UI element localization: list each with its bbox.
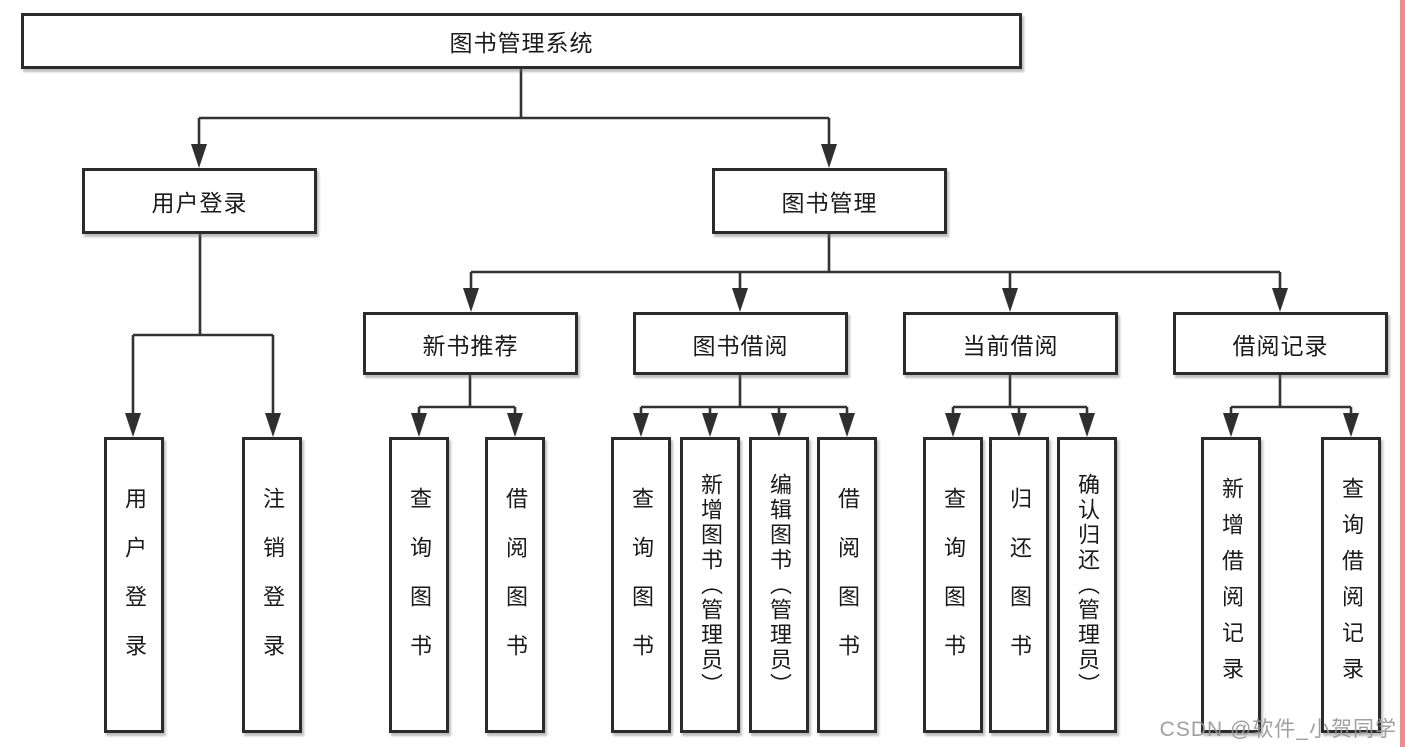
leaf-return-books: 归还图书	[989, 437, 1049, 733]
node-user-login: 用户登录	[82, 168, 317, 234]
leaf-edit-book-admin: 编辑图书（管理员）	[749, 437, 809, 733]
leaf-add-book-admin: 新增图书（管理员）	[680, 437, 740, 733]
leaf-add-book-admin-label: 新增图书（管理员）	[698, 472, 723, 698]
leaf-query-books-current-label: 查询图书	[941, 487, 966, 683]
leaf-borrow-books-label: 借阅图书	[835, 487, 860, 683]
node-book-management-label: 图书管理	[781, 190, 878, 216]
leaf-user-login-label: 用户登录	[122, 487, 147, 683]
leaf-query-borrow-record-label: 查询借阅记录	[1339, 477, 1364, 693]
node-current-borrow: 当前借阅	[903, 312, 1118, 375]
leaf-query-books-borrow: 查询图书	[611, 437, 671, 733]
node-book-borrow: 图书借阅	[633, 312, 848, 375]
leaf-add-borrow-record-label: 新增借阅记录	[1219, 477, 1244, 693]
leaf-borrow-books: 借阅图书	[817, 437, 877, 733]
node-library-system: 图书管理系统	[21, 13, 1022, 69]
leaf-query-borrow-record: 查询借阅记录	[1321, 437, 1381, 733]
node-user-login-label: 用户登录	[151, 190, 248, 216]
leaf-confirm-return-admin: 确认归还（管理员）	[1057, 437, 1117, 733]
right-edge-strip	[1400, 0, 1405, 747]
csdn-watermark: CSDN @软件_小贺同学	[1159, 718, 1397, 741]
node-borrow-records: 借阅记录	[1173, 312, 1388, 375]
leaf-query-books-current: 查询图书	[923, 437, 983, 733]
leaf-query-books-borrow-label: 查询图书	[629, 487, 654, 683]
leaf-confirm-return-admin-label: 确认归还（管理员）	[1075, 472, 1100, 698]
node-library-system-label: 图书管理系统	[449, 30, 594, 56]
leaf-query-books-recommend-label: 查询图书	[407, 487, 432, 683]
leaf-logout-label: 注销登录	[260, 487, 285, 683]
node-borrow-records-label: 借阅记录	[1232, 332, 1329, 359]
leaf-user-login: 用户登录	[104, 437, 164, 733]
leaf-query-books-recommend: 查询图书	[389, 437, 449, 733]
leaf-borrow-books-recommend: 借阅图书	[485, 437, 545, 733]
node-new-book-recommend-label: 新书推荐	[422, 332, 519, 359]
leaf-borrow-books-recommend-label: 借阅图书	[503, 487, 528, 683]
leaf-return-books-label: 归还图书	[1007, 487, 1032, 683]
node-book-management: 图书管理	[712, 168, 947, 234]
node-book-borrow-label: 图书借阅	[692, 332, 789, 359]
leaf-logout: 注销登录	[242, 437, 302, 733]
leaf-edit-book-admin-label: 编辑图书（管理员）	[767, 472, 792, 698]
node-new-book-recommend: 新书推荐	[363, 312, 578, 375]
node-current-borrow-label: 当前借阅	[962, 332, 1059, 359]
leaf-add-borrow-record: 新增借阅记录	[1201, 437, 1261, 733]
